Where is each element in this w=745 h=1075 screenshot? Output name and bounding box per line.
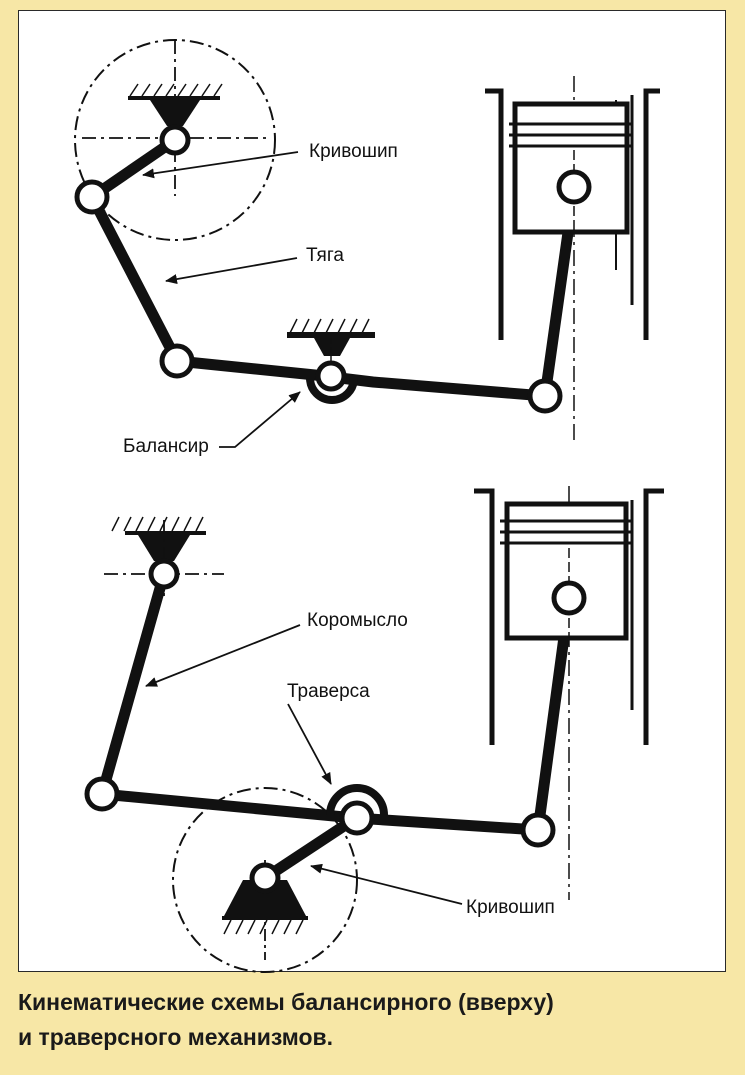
top-piston-pin-joint — [556, 169, 592, 205]
bottom-piston-pin-joint — [551, 580, 587, 616]
traverse-mechanism: Коромысло Траверса Кривошип — [84, 486, 664, 973]
balancer-label: Балансир — [123, 436, 209, 457]
traverse-leader — [287, 703, 332, 785]
balancer-support — [287, 318, 375, 404]
rocker-support — [104, 516, 224, 600]
rocker-beam-joint — [84, 776, 120, 812]
top-crank-support — [128, 83, 223, 126]
top-crank-label: Кривошип — [309, 141, 398, 162]
bottom-crank-leader — [310, 863, 463, 905]
traverse-beam — [96, 788, 544, 836]
caption-line-2: и траверсного механизмов. — [18, 1024, 334, 1050]
rod-label: Тяга — [306, 245, 344, 266]
rocker-link — [96, 568, 170, 800]
top-crank-pin-joint — [74, 179, 110, 215]
bottom-crank-link — [259, 812, 362, 884]
traverse-bearing — [326, 784, 388, 816]
bottom-crank-support — [222, 880, 308, 935]
bottom-crank-label: Кривошип — [466, 897, 555, 918]
rocker-leader — [145, 624, 301, 687]
top-crank-leader — [142, 151, 299, 179]
figure-caption: Кинематические схемы балансирного (вверх… — [18, 985, 728, 1055]
rod-balancer-joint — [159, 343, 195, 379]
bottom-beam-rod-joint — [520, 812, 556, 848]
rocker-label: Коромысло — [307, 610, 408, 631]
traverse-label: Траверса — [287, 681, 370, 702]
bottom-crank-path-circle — [172, 787, 358, 973]
traverse-crank-joint — [339, 800, 375, 836]
bottom-cylinder — [474, 486, 664, 900]
bottom-crank-pivot-joint — [249, 862, 281, 894]
top-beam-rod-joint — [527, 378, 563, 414]
rocker-pivot-joint — [148, 558, 180, 590]
bottom-piston — [500, 501, 633, 641]
balancer-beam — [171, 355, 551, 402]
caption-line-1: Кинематические схемы балансирного (вверх… — [18, 989, 554, 1015]
balancer-mechanism: Кривошип Тяга Балансир — [74, 39, 660, 457]
top-crank-pivot-joint — [159, 124, 191, 156]
balancer-pivot-joint — [315, 360, 347, 392]
kinematic-diagram: Кривошип Тяга Балансир — [74, 39, 664, 973]
rod-link — [86, 191, 183, 367]
rod-leader — [165, 257, 298, 285]
balancer-leader — [219, 391, 301, 448]
top-piston — [509, 101, 633, 235]
